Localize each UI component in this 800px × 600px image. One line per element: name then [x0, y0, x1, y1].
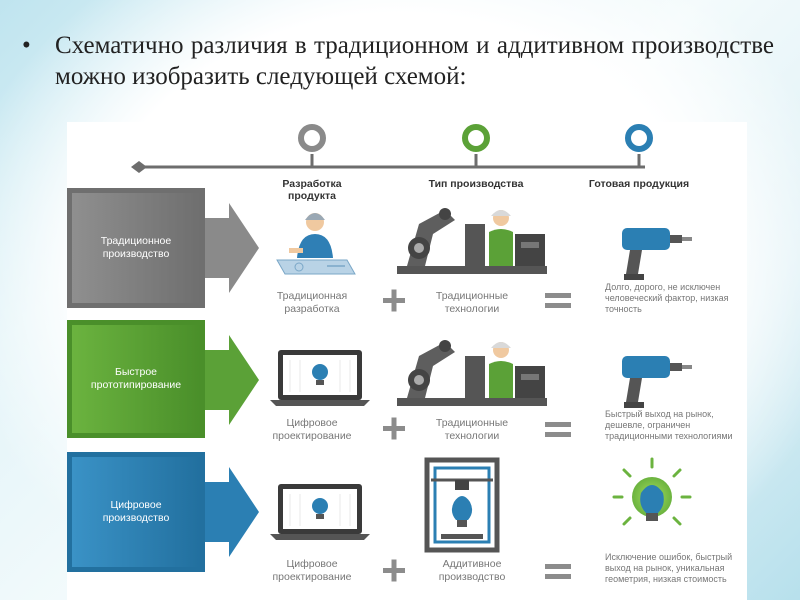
bullet-text: Схематично различия в традиционном и адд…	[55, 32, 774, 90]
glowing-lightbulb-icon	[612, 457, 692, 526]
plus-icon	[383, 289, 405, 312]
laptop-lightbulb-icon	[270, 484, 370, 540]
diagram-panel: Разработка продукта Тип производства Гот…	[67, 122, 747, 600]
column-header-design: Разработка продукта	[282, 178, 342, 202]
row-block-digital-production	[67, 452, 259, 572]
grey-pin-icon	[298, 124, 326, 167]
equals-icon	[545, 422, 571, 437]
plus-icon	[383, 417, 405, 440]
equals-icon	[545, 564, 571, 579]
row-label-traditional: Традиционное производство	[100, 235, 172, 260]
equals-icon	[545, 293, 571, 308]
timeline-diamond-icon	[131, 161, 147, 173]
result-text: Исключение ошибок, быстрый выход на рыно…	[605, 552, 733, 584]
row-block-rapid-prototyping	[67, 320, 259, 438]
plus-icon	[383, 559, 405, 582]
diagram-graphics	[67, 124, 692, 582]
bullet-item: • Схематично различия в традиционном и а…	[22, 30, 774, 92]
row-label-rapid-prototyping: Быстрое прототипирование	[90, 366, 182, 391]
robot-arm-worker-icon	[397, 340, 547, 406]
drill-icon	[622, 356, 692, 408]
3d-printer-icon	[424, 457, 500, 553]
engineer-drafting-icon	[276, 213, 356, 275]
design-label: Цифровое проектирование	[272, 558, 352, 583]
column-header-production-type: Тип производства	[428, 178, 524, 190]
green-pin-icon	[462, 124, 490, 167]
production-label: Аддитивное производство	[438, 558, 506, 583]
production-label: Традиционные технологии	[435, 417, 509, 442]
design-label: Традиционная разработка	[276, 290, 348, 315]
blue-pin-icon	[625, 124, 653, 167]
row-block-traditional	[67, 188, 259, 308]
column-header-finished-product: Готовая продукция	[588, 178, 690, 190]
bullet-dot: •	[22, 32, 31, 59]
design-label: Цифровое проектирование	[272, 417, 352, 442]
row-label-digital-production: Цифровое производство	[102, 499, 170, 524]
result-text: Долго, дорого, не исключен человеческий …	[605, 282, 729, 314]
production-label: Традиционные технологии	[435, 290, 509, 315]
drill-icon	[622, 228, 692, 280]
result-text: Быстрый выход на рынок, дешевле, огранич…	[605, 409, 733, 441]
timeline	[131, 124, 653, 173]
robot-arm-worker-icon	[397, 208, 547, 274]
laptop-lightbulb-icon	[270, 350, 370, 406]
